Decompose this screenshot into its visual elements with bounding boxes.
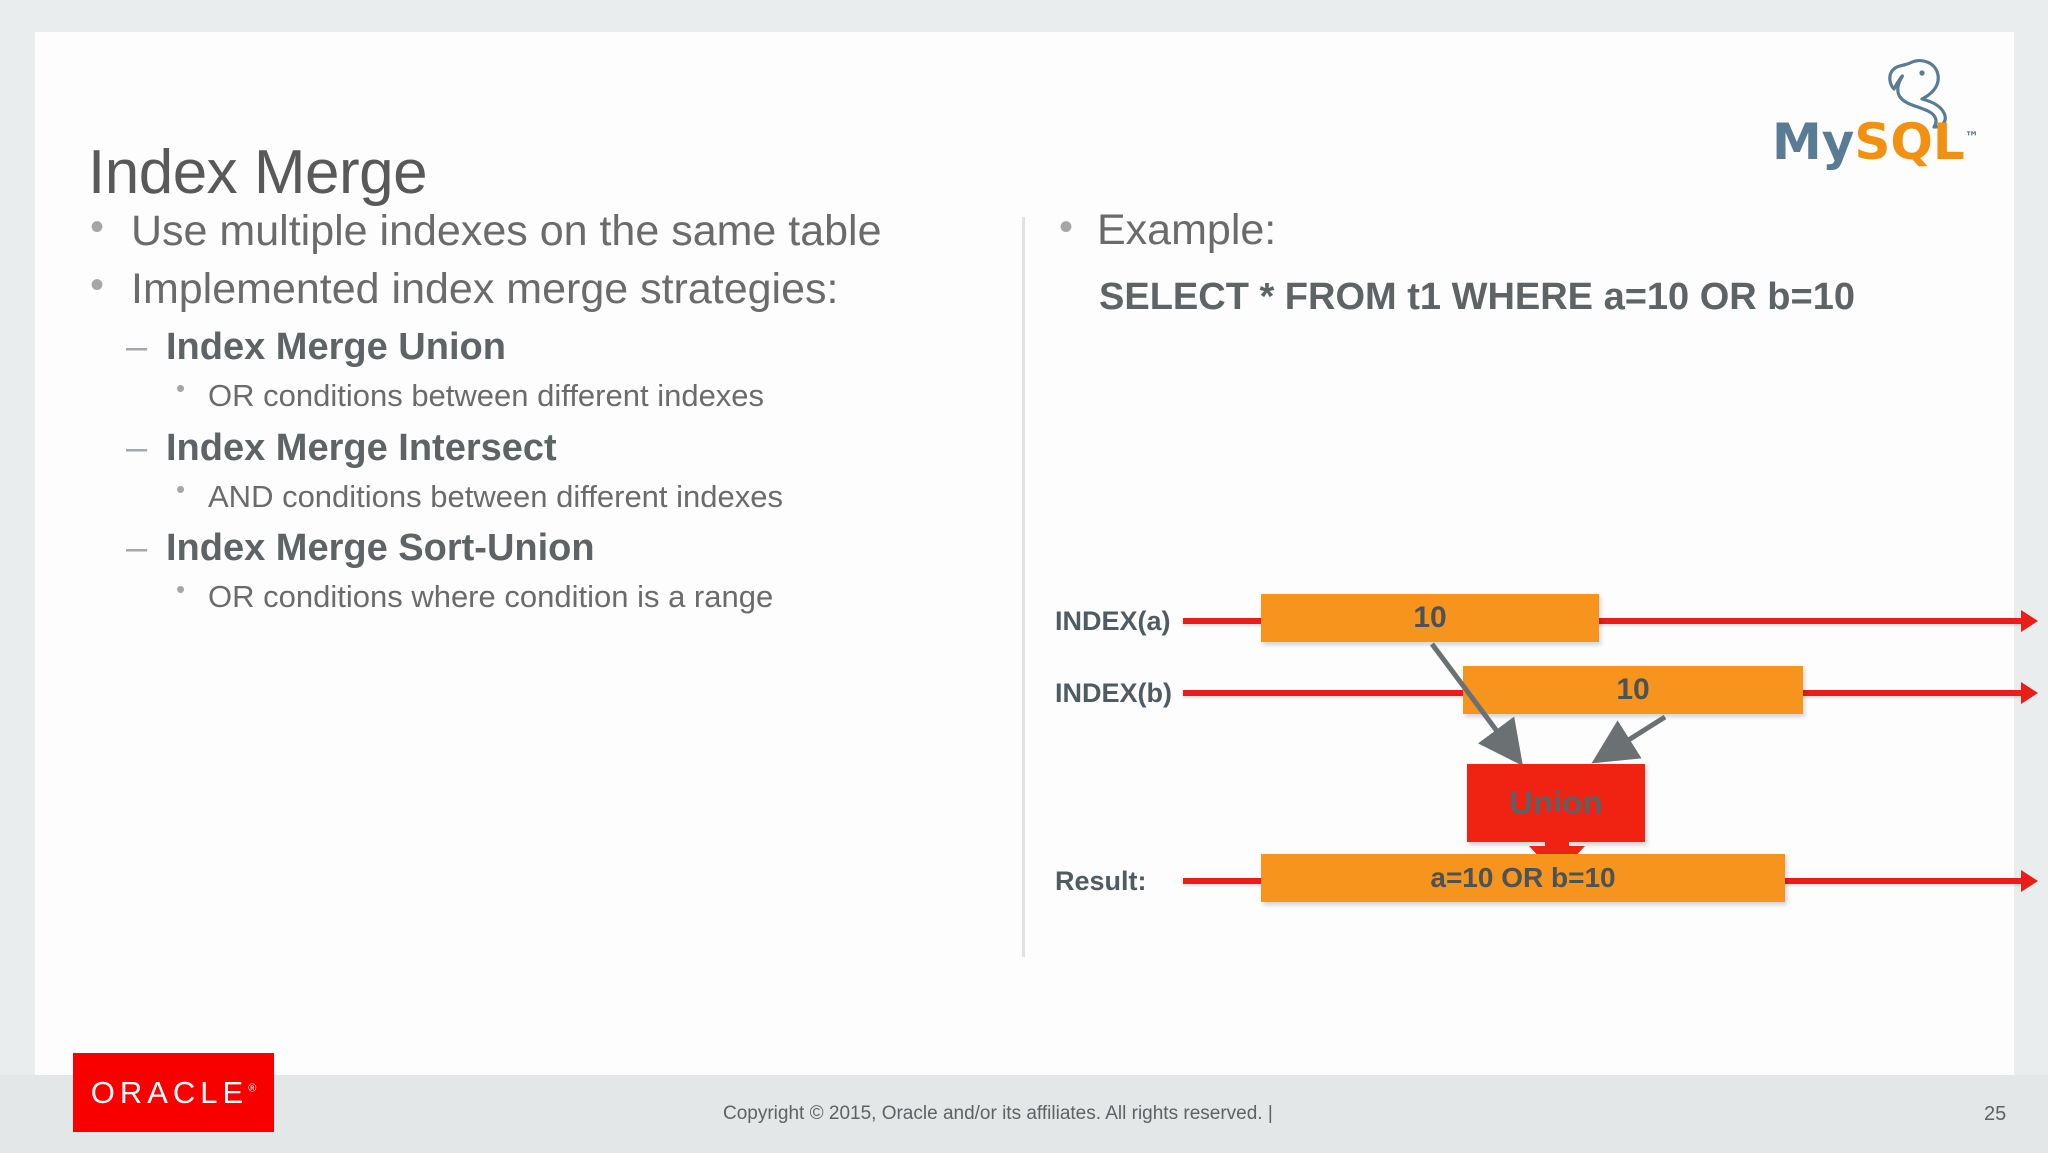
bullet-item: OR conditions between different indexes <box>68 374 988 414</box>
bullet-item-index-merge-sort-union: Index Merge Sort-Union <box>68 527 988 570</box>
page-number: 25 <box>1984 1103 2007 1125</box>
axis-arrowhead-result <box>2021 870 2038 892</box>
bullet-item-index-merge-intersect: Index Merge Intersect <box>68 427 988 470</box>
bullet-item: AND conditions between different indexes <box>68 475 988 515</box>
bullet-item-index-merge-union: Index Merge Union <box>68 327 988 369</box>
mysql-tm-text: ™ <box>1964 129 1979 146</box>
column-divider <box>1022 217 1025 957</box>
sql-statement: SELECT * FROM t1 WHERE a=10 OR b=10 <box>1099 276 1855 319</box>
axis-arrowhead-index-a <box>2021 610 2038 632</box>
copyright-notice: Copyright © 2015, Oracle and/or its affi… <box>723 1103 1273 1124</box>
oracle-wordmark: ORACLE® <box>91 1075 257 1111</box>
range-bar-result: a=10 OR b=10 <box>1261 854 1785 902</box>
mysql-my-text: My <box>1772 113 1855 171</box>
axis-line-index-a <box>1183 618 2028 624</box>
left-bullet-list: Use multiple indexes on the same table I… <box>68 205 988 615</box>
footer-band <box>0 1075 2048 1153</box>
oracle-logo: ORACLE® <box>73 1053 274 1132</box>
oracle-text: ORACLE <box>90 1074 249 1110</box>
slide-body: Use multiple indexes on the same table I… <box>35 182 2038 1012</box>
slide-canvas: Index Merge MySQL™ Use multiple indexes … <box>35 32 2038 1075</box>
page-title: Index Merge <box>88 138 428 207</box>
bullet-item: Implemented index merge strategies: <box>68 263 988 313</box>
axis-arrowhead-index-b <box>2021 682 2038 704</box>
mysql-dolphin-icon <box>1888 59 1947 129</box>
range-bar-index-a: 10 <box>1261 594 1599 642</box>
mysql-sql-text: SQL <box>1854 113 1965 171</box>
bullet-item: Use multiple indexes on the same table <box>68 205 988 255</box>
index-merge-diagram: INDEX(a) 10 INDEX(b) 10 Union <box>1055 562 2048 962</box>
bullet-item: OR conditions where condition is a range <box>68 575 988 615</box>
range-bar-index-b: 10 <box>1463 666 1803 714</box>
example-label: Example: <box>1055 205 1995 254</box>
mysql-logo: MySQL™ <box>1772 55 1979 175</box>
mysql-wordmark: MySQL™ <box>1772 117 1979 167</box>
diagram-row-label-index-a: INDEX(a) <box>1055 606 1171 636</box>
diagram-row-label-index-b: INDEX(b) <box>1055 678 1172 708</box>
arrow-index-b-to-union <box>1591 714 1667 764</box>
diagram-row-label-result: Result: <box>1055 866 1147 896</box>
oracle-registered-mark: ® <box>248 1082 257 1095</box>
right-example-block: Example: SELECT * FROM t1 WHERE a=10 OR … <box>1055 205 1995 319</box>
